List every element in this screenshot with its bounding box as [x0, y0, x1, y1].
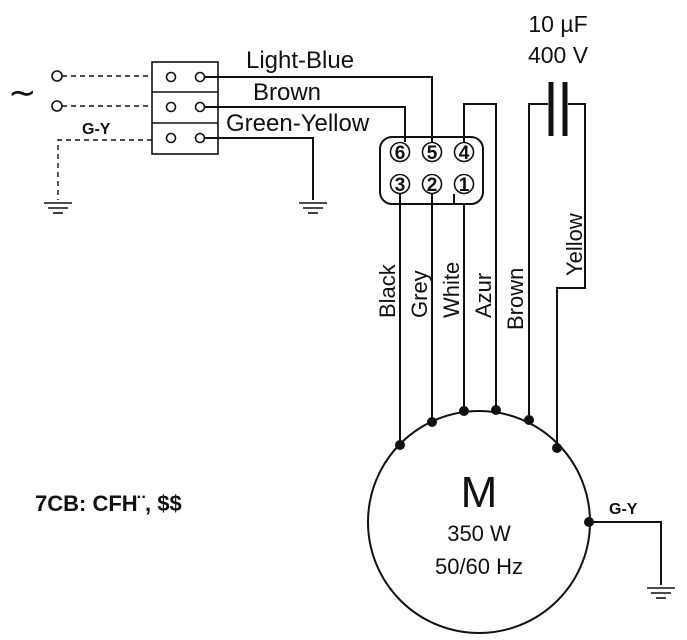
- wire-label-black: Black: [375, 263, 400, 318]
- wire-label-white: White: [439, 262, 464, 318]
- wire-label-green-yellow: Green-Yellow: [226, 110, 370, 137]
- motor-connector: 6 5 4 3 2 1: [379, 136, 484, 205]
- wire-label-light-blue: Light-Blue: [246, 47, 354, 74]
- capacitor-capacitance: 10 µF: [528, 11, 587, 37]
- wire-label-yellow: Yellow: [562, 213, 587, 276]
- motor-symbol: M: [461, 468, 498, 517]
- ground-symbol-middle: [299, 202, 327, 214]
- ground-label-motor: G-Y: [609, 501, 638, 518]
- capacitor-voltage: 400 V: [528, 42, 589, 68]
- ac-source-symbol: ∼: [8, 74, 37, 112]
- pin-6: 6: [395, 143, 406, 164]
- ground-label-terminal: G-Y: [82, 121, 111, 138]
- capacitor: [528, 82, 586, 448]
- ground-symbol-left: [44, 202, 72, 214]
- pin-3: 3: [395, 175, 406, 196]
- motor: [367, 405, 594, 634]
- motor-power: 350 W: [447, 521, 511, 546]
- input-terminal-n: [51, 100, 63, 112]
- ground-symbol-motor: [647, 587, 675, 599]
- terminal-block: [151, 61, 219, 155]
- wire-label-brown-top: Brown: [253, 79, 321, 106]
- pin-2: 2: [427, 175, 438, 196]
- motor-frequency: 50/60 Hz: [435, 554, 523, 579]
- wire-label-azur: Azur: [471, 273, 496, 318]
- input-terminal-l: [51, 70, 63, 82]
- model-code: 7CB: CFH¨, $$: [35, 491, 182, 516]
- wire-label-grey: Grey: [407, 270, 432, 318]
- pin-5: 5: [427, 143, 438, 164]
- wire-label-brown: Brown: [503, 268, 528, 330]
- pin-1: 1: [459, 175, 470, 196]
- pin-4: 4: [459, 143, 470, 164]
